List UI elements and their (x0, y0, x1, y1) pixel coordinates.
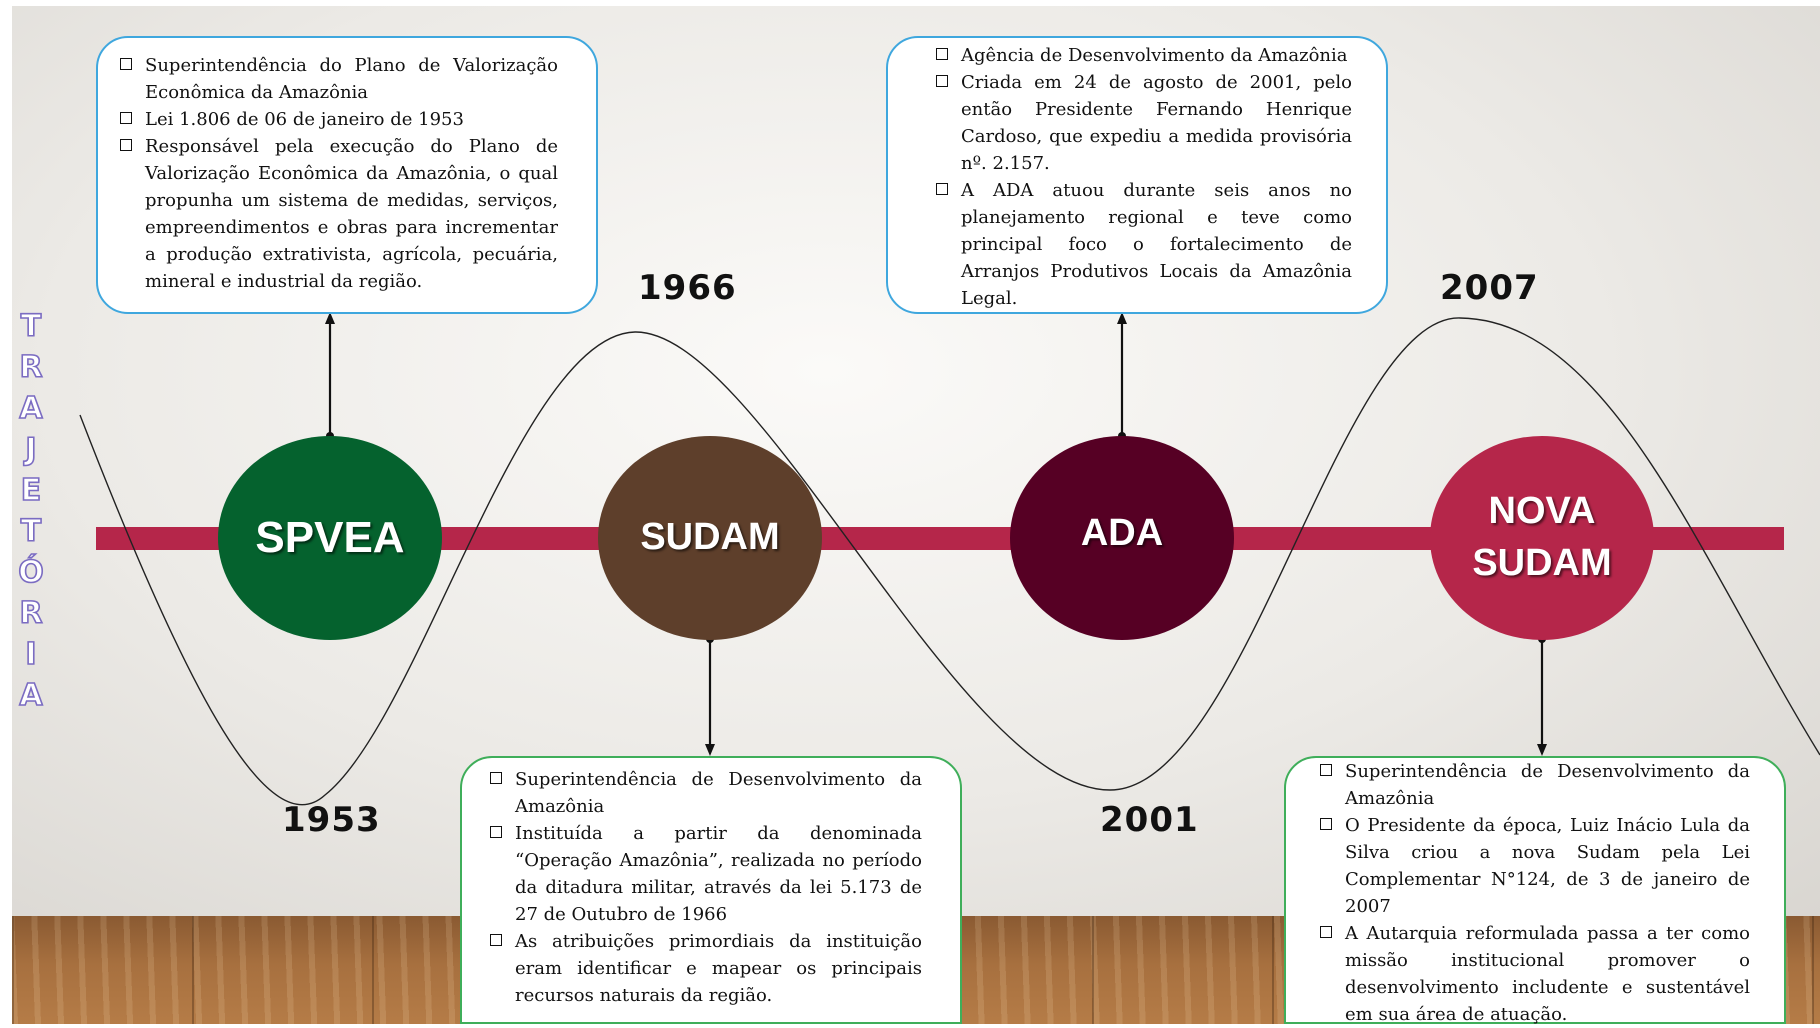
side-title-letter: R (19, 349, 44, 386)
nova-sudam-label-line1: NOVA (1488, 490, 1596, 533)
ada-bullet: Criada em 24 de agosto de 2001, pelo ent… (936, 69, 1352, 177)
sudam-circle: SUDAM (598, 436, 822, 640)
checkbox-bullet-icon (936, 75, 948, 87)
side-title-letter: T (20, 513, 42, 550)
spvea-bullet: Lei 1.806 de 06 de janeiro de 1953 (120, 106, 558, 133)
arrowhead-sudam (705, 744, 715, 756)
sudam-label: SUDAM (640, 516, 780, 559)
ada-bullet: A ADA atuou durante seis anos no planeja… (936, 177, 1352, 312)
checkbox-bullet-icon (120, 58, 132, 70)
checkbox-bullet-icon (490, 934, 502, 946)
spvea-label: SPVEA (255, 512, 405, 562)
arrowhead-spvea (325, 312, 335, 324)
arrowhead-nova-sudam (1537, 744, 1547, 756)
sudam-bullet: Instituída a partir da denominada “Opera… (490, 820, 922, 928)
side-title-trajetoria: T R A J E T Ó R I A (14, 306, 48, 716)
side-title-letter: Ó (17, 554, 44, 591)
timeline-bar (96, 527, 1784, 550)
checkbox-bullet-icon (120, 139, 132, 151)
nova-sudam-bullet: O Presidente da época, Luiz Inácio Lula … (1320, 812, 1750, 920)
spvea-circle: SPVEA (218, 436, 442, 640)
sudam-bullet: As atribuições primordiais da instituiçã… (490, 928, 922, 1009)
side-title-letter: J (25, 431, 38, 468)
checkbox-bullet-icon (1320, 818, 1332, 830)
wave-curve (79, 317, 1820, 806)
ada-label: ADA (1080, 512, 1164, 555)
checkbox-bullet-icon (936, 48, 948, 60)
sudam-info-box: Superintendência de Desenvolvimento da A… (460, 756, 962, 1024)
ada-info-box: Agência de Desenvolvimento da Amazônia C… (886, 36, 1388, 314)
spvea-bullet: Superintendência do Plano de Valorização… (120, 52, 558, 106)
checkbox-bullet-icon (1320, 926, 1332, 938)
nova-sudam-bullet: Superintendência de Desenvolvimento da A… (1320, 758, 1750, 812)
checkbox-bullet-icon (936, 183, 948, 195)
checkbox-bullet-icon (490, 772, 502, 784)
side-title-letter: I (25, 636, 38, 673)
year-1953: 1953 (282, 800, 381, 840)
side-title-letter: A (19, 677, 44, 714)
spvea-info-box: Superintendência do Plano de Valorização… (96, 36, 598, 314)
side-title-letter: A (19, 390, 44, 427)
year-1966: 1966 (638, 268, 737, 308)
side-title-letter: R (19, 595, 44, 632)
ada-bullet: Agência de Desenvolvimento da Amazônia (936, 42, 1352, 69)
side-title-letter: E (20, 472, 42, 509)
checkbox-bullet-icon (1320, 764, 1332, 776)
nova-sudam-label-line2: SUDAM (1472, 542, 1612, 584)
ada-circle: ADA (1010, 436, 1234, 640)
arrowhead-ada (1117, 312, 1127, 324)
nova-sudam-info-box: Superintendência de Desenvolvimento da A… (1284, 756, 1786, 1025)
checkbox-bullet-icon (490, 826, 502, 838)
nova-sudam-circle: NOVA SUDAM (1430, 436, 1654, 640)
year-2007: 2007 (1440, 268, 1539, 308)
side-title-letter: T (20, 308, 42, 345)
checkbox-bullet-icon (120, 112, 132, 124)
sudam-bullet: Superintendência de Desenvolvimento da A… (490, 766, 922, 820)
spvea-bullet: Responsável pela execução do Plano de Va… (120, 133, 558, 295)
year-2001: 2001 (1100, 800, 1199, 840)
nova-sudam-bullet: A Autarquia reformulada passa a ter como… (1320, 920, 1750, 1028)
